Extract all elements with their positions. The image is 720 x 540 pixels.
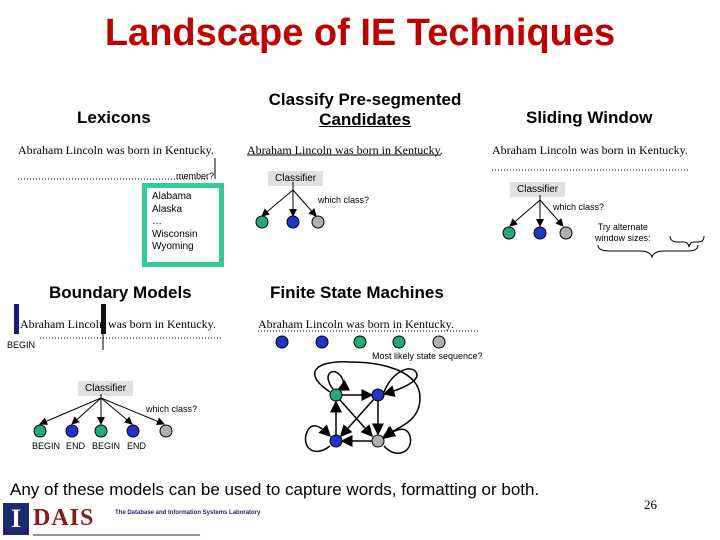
slide-title: Landscape of IE Techniques [104,12,616,54]
sliding-node-gray [559,226,573,240]
fsm-graph [304,361,421,454]
leaf-label: END [127,441,147,451]
classify-node-green [255,215,269,229]
boundary-marker [101,304,106,334]
sliding-window-heading: Sliding Window [526,108,653,127]
boundary-sentence: Abraham Lincoln was born in Kentucky. [20,317,216,331]
fsm-heading: Finite State Machines [270,283,444,302]
dais-logo-wordmark: DAIS [33,505,95,531]
member-query: member? [176,171,215,181]
window-size-note-line1: Try alternate [597,222,648,232]
boundary-edge [100,397,165,426]
lexicon-item: Wyoming [152,241,194,252]
lexicon-item: Wisconsin [152,228,198,240]
window-size-note: Try alternate window sizes: [595,222,651,244]
boundary-marker-begin [14,304,19,334]
sliding-sentence: Abraham Lincoln was born in Kentucky. [492,143,688,157]
window-brace-small [669,235,705,248]
boundary-node [126,424,140,438]
boundary-node [159,424,173,438]
leaf-label: END [66,441,86,451]
fsm-state [371,388,385,402]
boundary-edge [71,397,102,425]
fsm-sequence-node [392,335,406,349]
footer-text: Any of these models can be used to captu… [10,480,540,499]
leaf-label: BEGIN [92,441,121,451]
boundary-begin-label: BEGIN [7,340,36,350]
fsm-state [371,434,385,448]
classify-classifier-box: Classifier [268,171,324,186]
window-brace [597,244,699,259]
page-number: 26 [644,497,657,512]
boundary-models-heading: Boundary Models [49,283,192,302]
classify-node-gray [311,215,325,229]
sliding-which-class: which class? [553,202,605,212]
lab-name: The Database and Information Systems Lab… [115,510,261,516]
classify-node-blue [286,215,300,229]
sliding-node-blue [533,226,547,240]
sliding-edge [509,199,541,227]
boundary-node [33,424,47,438]
sliding-edge [539,199,564,227]
window-size-note-line2: window sizes: [595,233,651,243]
fsm-sequence-node [353,335,367,349]
sliding-classifier-box: Classifier [510,182,566,197]
lexicon-item: Alaska [152,203,183,215]
sliding-node-green [502,226,516,240]
fsm-state-sequence-note: Most likely state sequence? [372,351,483,361]
classify-heading-line1: Classify Pre-segmented [268,90,462,109]
leaf-label: BEGIN [32,441,61,451]
boundary-edge [100,397,133,425]
lexicon-list: Alabama Alaska … Wisconsin Wyoming [142,183,224,267]
dais-logo-icon: I [3,503,29,535]
lexicon-item: … [152,216,162,227]
boundary-node [94,424,108,438]
classify-which-class: which class? [318,195,370,205]
boundary-edge [39,397,102,425]
lexicons-sentence: Abraham Lincoln was born in Kentucky. [18,143,214,157]
boundary-node [65,424,79,438]
fsm-sequence-node [315,335,329,349]
fsm-sentence: Abraham Lincoln was born in Kentucky. [258,317,454,331]
fsm-state [329,434,343,448]
classify-sentence: Abraham Lincoln was born in Kentucky. [247,143,443,157]
fsm-sequence-node [275,335,289,349]
classify-edge [261,189,294,217]
fsm-state [329,388,343,402]
boundary-which-class: which class? [146,404,198,414]
lexicons-heading: Lexicons [77,108,151,127]
lexicon-item: Alabama [152,191,192,202]
classify-heading: Classify Pre-segmented Candidates [262,90,468,130]
classify-edge [292,189,317,217]
classify-heading-line2: Candidates [319,110,411,129]
fsm-sequence-node [432,335,446,349]
boundary-classifier-box: Classifier [78,381,134,396]
